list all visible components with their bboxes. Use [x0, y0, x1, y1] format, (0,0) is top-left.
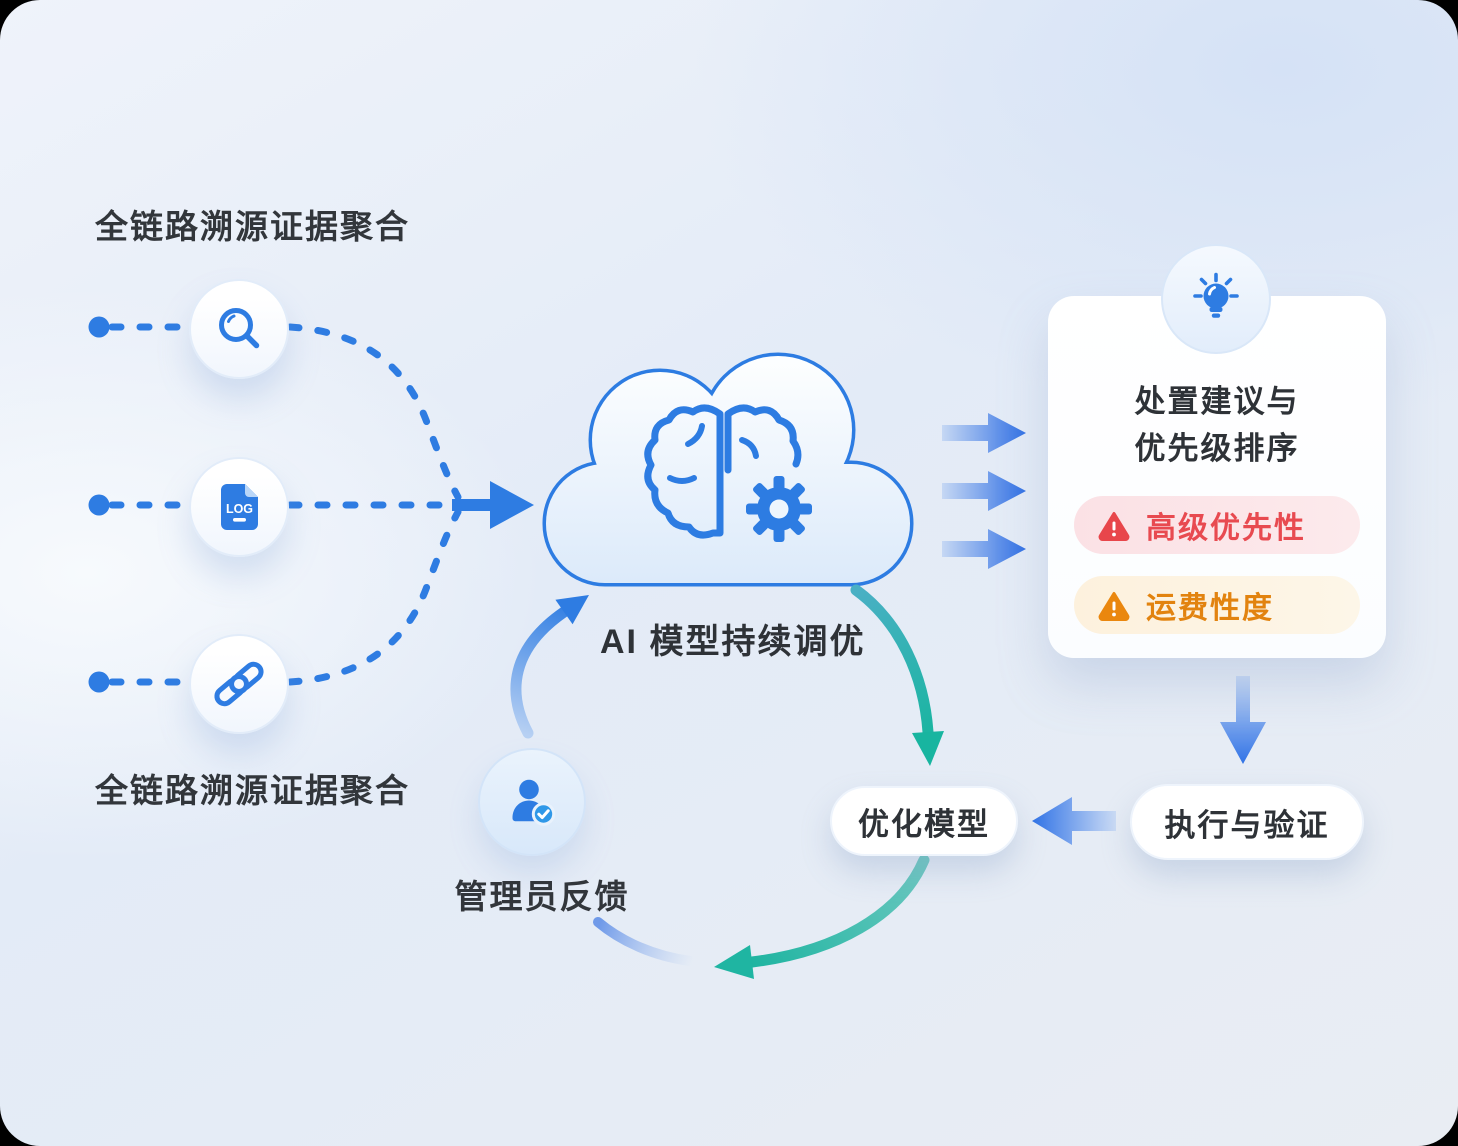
optimize-model-label: 优化模型	[858, 806, 990, 842]
connector-start-dots	[88, 316, 110, 693]
card-title-line1: 处置建议与	[1134, 384, 1300, 419]
cloud-to-optimize-arrow	[850, 584, 944, 766]
optimize-to-feedback-arrow	[714, 854, 930, 979]
badge-high-label: 高级优先性	[1146, 512, 1306, 545]
optimize-model-node: 优化模型	[830, 786, 1018, 856]
source-label-bottom: 全链路溯源证据聚合	[95, 772, 410, 809]
lightbulb-node	[1161, 244, 1271, 354]
badge-high-priority: 高级优先性	[1074, 496, 1360, 554]
log-file-icon: LOG	[221, 484, 258, 530]
execute-verify-node: 执行与验证	[1130, 784, 1364, 860]
source-node-search	[189, 279, 289, 379]
gear-icon	[746, 476, 812, 542]
ai-core-label: AI 模型持续调优	[600, 623, 866, 661]
source-label-top: 全链路溯源证据聚合	[95, 208, 410, 245]
brain-icon	[644, 404, 802, 539]
suggestion-card: 处置建议与 优先级排序 高级优先性 运费性度	[1048, 296, 1386, 658]
admin-feedback-node	[478, 748, 586, 856]
execute-verify-label: 执行与验证	[1164, 807, 1330, 843]
log-file-text: LOG	[226, 502, 253, 516]
dashed-connectors	[108, 323, 462, 686]
admin-feedback-label: 管理员反馈	[454, 878, 630, 915]
feedback-up-arrow	[510, 595, 589, 739]
card-title-line2: 优先级排序	[1134, 431, 1300, 466]
output-arrows	[942, 413, 1026, 569]
alert-triangle-icon	[1098, 512, 1130, 541]
chain-link-icon	[214, 661, 264, 707]
lightbulb-icon	[1193, 272, 1239, 318]
admin-user-check-icon	[512, 779, 556, 826]
badge-medium-label: 运费性度	[1146, 592, 1274, 625]
badge-medium-priority: 运费性度	[1074, 576, 1360, 634]
badge-list: 高级优先性 运费性度	[1074, 496, 1360, 634]
source-node-link	[189, 634, 289, 734]
down-arrow	[1220, 676, 1266, 764]
merge-arrow	[452, 481, 534, 529]
alert-triangle-icon	[1098, 592, 1130, 621]
faded-loop-segment	[593, 917, 695, 966]
left-arrow	[1032, 797, 1116, 845]
search-icon	[219, 308, 260, 349]
source-node-log: LOG	[189, 457, 289, 557]
